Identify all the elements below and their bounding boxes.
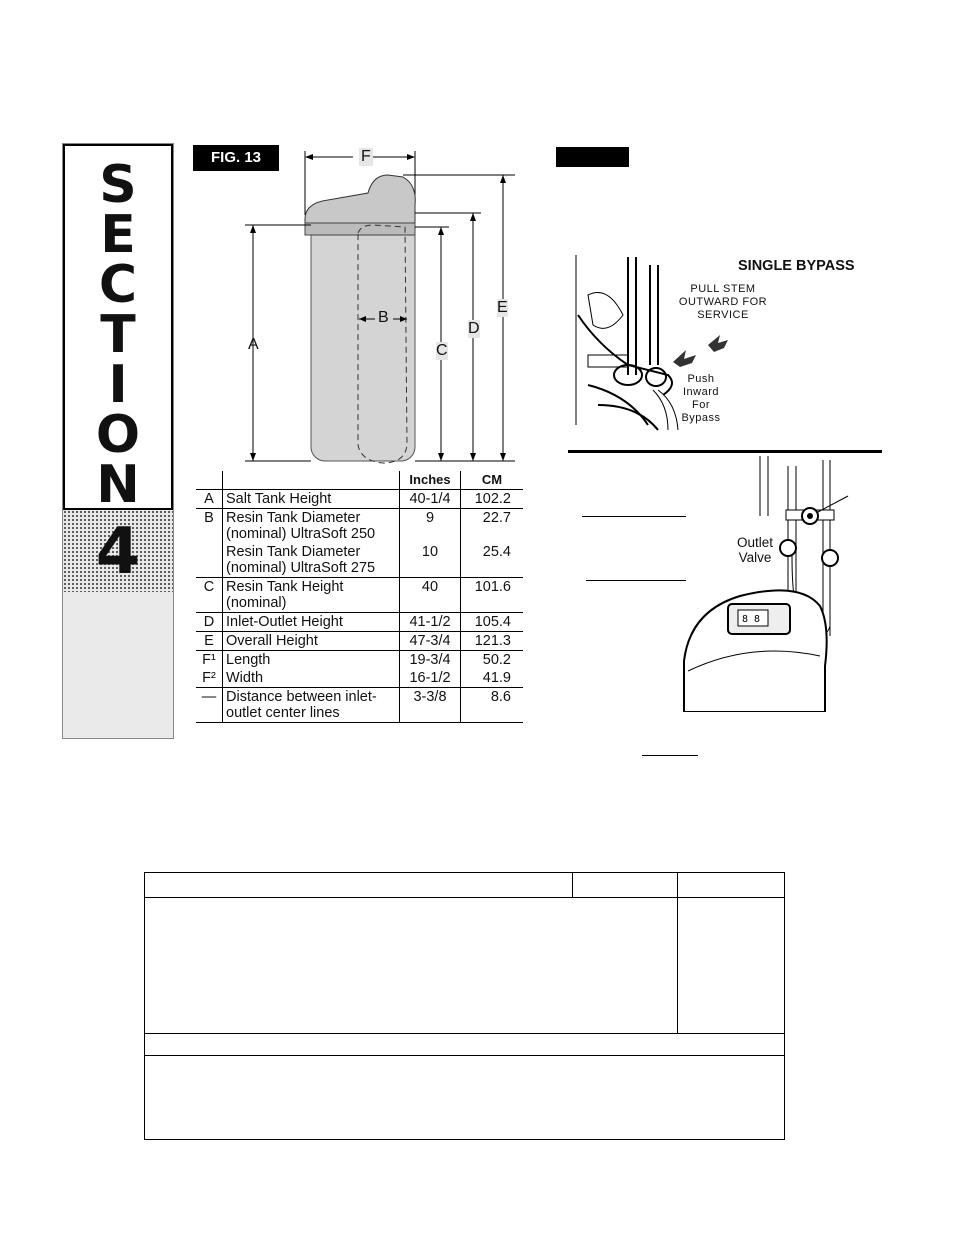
svg-text:8 8: 8 8 (742, 614, 760, 625)
bypass-valve-drawing (575, 255, 728, 431)
row-key: A (196, 489, 223, 509)
row-cm: 41.9 (482, 670, 511, 686)
section-letter: S (99, 155, 137, 215)
table-row: B Resin Tank Diameter (nominal) UltraSof… (196, 508, 523, 543)
row-cm: 22.7 (460, 508, 523, 543)
row-cm: 105.4 (460, 612, 523, 632)
row-key: F² (196, 669, 223, 688)
section-letter: I (108, 355, 128, 415)
table-row: A Salt Tank Height 40-1/4 102.2 (196, 489, 523, 509)
table-header-row: Inches CM (196, 471, 523, 490)
blank-line (582, 516, 686, 517)
row-key: E (196, 631, 223, 651)
table-header (222, 471, 400, 490)
table-header (196, 471, 223, 490)
row-key: F¹ (196, 650, 223, 669)
section-letter: N (96, 455, 140, 515)
table-row: F¹ Length 19-3/4 50.2 (196, 650, 523, 669)
table-row: Resin Tank Diameter (nominal) UltraSoft … (196, 543, 523, 578)
row-inches: 41-1/2 (399, 612, 461, 632)
row-inches: 3-3/8 (399, 687, 461, 723)
row-cm: 25.4 (482, 544, 511, 560)
table-row: — Distance between inlet-outlet center l… (196, 687, 523, 723)
softener-dimension-drawing (245, 151, 515, 464)
figure-label: FIG. 13 (193, 145, 279, 171)
section-letters: S E C T I O N (63, 144, 173, 515)
row-key: — (196, 687, 223, 723)
section-letter: C (98, 255, 138, 315)
dimension-b-label: B (378, 309, 389, 326)
row-description: Width (222, 669, 400, 688)
push-instruction: Push Inward For Bypass (681, 373, 721, 424)
dimension-e-label: E (497, 299, 508, 317)
row-cm: 8.6 (460, 687, 523, 723)
section-number-pattern (63, 510, 173, 592)
blank-form-box (144, 872, 785, 1140)
pull-stem-instruction: PULL STEM OUTWARD FOR SERVICE (678, 283, 768, 321)
row-description: Resin Tank Diameter (nominal) UltraSoft … (222, 543, 400, 578)
table-row: E Overall Height 47-3/4 121.3 (196, 631, 523, 651)
row-key: D (196, 612, 223, 632)
section-letter: O (95, 405, 141, 465)
table-header: Inches (399, 471, 461, 490)
table-row: C Resin Tank Height (nominal) 40 101.6 (196, 577, 523, 613)
dimensions-table: Inches CM A Salt Tank Height 40-1/4 102.… (196, 471, 523, 723)
section-divider (568, 450, 882, 453)
row-key: C (196, 577, 223, 613)
row-description: Resin Tank Diameter (nominal) UltraSoft … (222, 508, 400, 543)
table-row: F² Width 16-1/2 41.9 (196, 669, 523, 688)
dimension-a-label: A (248, 336, 259, 353)
section-number: 4 (95, 515, 141, 589)
row-description: Length (222, 650, 400, 669)
table-header: CM (481, 472, 503, 487)
form-rule (145, 897, 784, 898)
row-cm: 121.3 (460, 631, 523, 651)
table-row: D Inlet-Outlet Height 41-1/2 105.4 (196, 612, 523, 632)
dimension-c-label: C (436, 342, 448, 360)
section-tab: S E C T I O N 4 (62, 143, 174, 739)
dimension-d-label: D (468, 320, 480, 338)
row-inches: 47-3/4 (399, 631, 461, 651)
row-cm: 101.6 (460, 577, 523, 613)
row-inches: 16-1/2 (399, 669, 461, 688)
section-letter: E (100, 205, 136, 265)
header-bar (556, 147, 629, 167)
row-description: Overall Height (222, 631, 400, 651)
row-cm: 50.2 (460, 650, 523, 669)
row-cm: 102.2 (460, 489, 523, 509)
row-description: Resin Tank Height (nominal) (222, 577, 400, 613)
bypass-title: SINGLE BYPASS (738, 258, 855, 274)
row-inches: 40-1/4 (399, 489, 461, 509)
row-key: B (196, 508, 223, 543)
row-inches: 40 (399, 577, 461, 613)
dimension-f-label: F (359, 148, 373, 166)
blank-line (642, 755, 698, 756)
row-inches: 10 (399, 543, 461, 578)
softener-valves-drawing: 8 8 (683, 456, 849, 712)
row-description: Inlet-Outlet Height (222, 612, 400, 632)
row-key (196, 543, 223, 578)
form-rule (677, 873, 678, 1033)
row-inches: 19-3/4 (399, 650, 461, 669)
blank-line (586, 580, 686, 581)
row-inches: 9 (399, 508, 461, 543)
row-description: Salt Tank Height (222, 489, 400, 509)
form-rule (145, 1055, 784, 1056)
row-description: Distance between inlet-outlet center lin… (222, 687, 400, 723)
outlet-valve-label: Outlet Valve (736, 535, 774, 565)
section-letter: T (100, 305, 136, 365)
form-rule (145, 1033, 784, 1034)
form-rule (572, 873, 573, 897)
